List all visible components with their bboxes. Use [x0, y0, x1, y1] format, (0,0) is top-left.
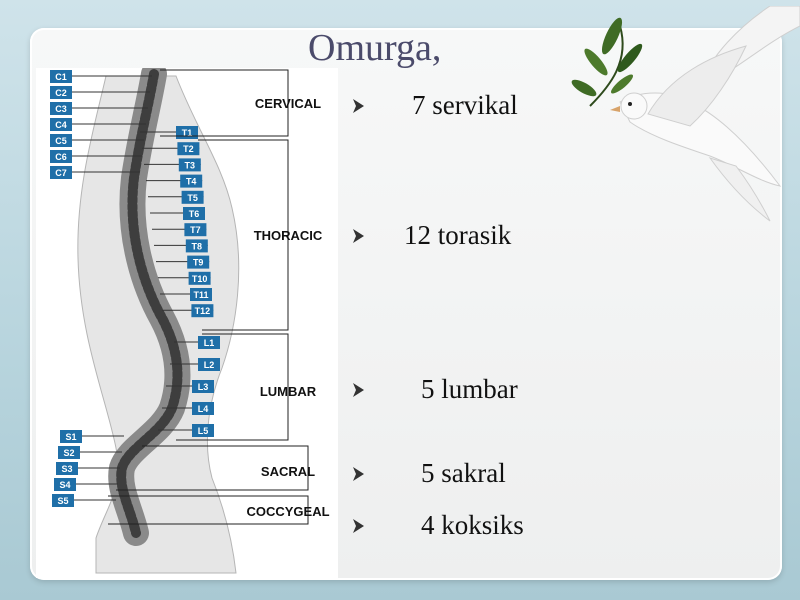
- vertebra-label-box: [188, 271, 211, 285]
- dove-icon: [571, 6, 800, 222]
- region-lumbar: LUMBAR: [260, 384, 317, 399]
- vertebra-label: L5: [198, 426, 209, 436]
- region-sacral: SACRAL: [261, 464, 315, 479]
- spine-core: [116, 69, 183, 538]
- vertebra-label-box: [187, 255, 210, 269]
- vertebra-label-box: [60, 430, 82, 443]
- slide-title: Omurga,: [308, 27, 442, 69]
- coccygeal-bracket: [108, 495, 309, 525]
- vertebra-label: T3: [185, 160, 196, 170]
- vertebra-label-box: [50, 150, 72, 163]
- vertebra-label-box: [50, 118, 72, 131]
- vertebra-label-box: [54, 478, 76, 491]
- vertebra-label-box: [192, 380, 214, 393]
- vertebra-label: T10: [192, 274, 208, 284]
- vertebra-label: T9: [193, 258, 204, 268]
- vertebra-label: C6: [55, 152, 67, 162]
- vertebra-label-box: [50, 70, 72, 83]
- vertebra-label-box: [177, 142, 200, 156]
- bullet-item-sacral: 5 sakral: [350, 458, 506, 489]
- vertebra-label-box: [192, 424, 214, 437]
- bullet-item-cervical: 7 servikal: [350, 90, 518, 121]
- vertebra-label: S3: [61, 464, 72, 474]
- vertebra-label: C1: [55, 72, 67, 82]
- vertebra-label: T6: [189, 209, 200, 219]
- vertebra-label: T8: [192, 241, 203, 251]
- vertebra-label: C2: [55, 88, 67, 98]
- vertebra-label: L2: [204, 360, 215, 370]
- vertebra-label: T11: [193, 290, 208, 300]
- vertebra-label-box: [181, 190, 204, 204]
- vertebra-label: T5: [187, 193, 198, 203]
- vertebra-label: T4: [186, 177, 197, 187]
- vertebra-label-box: [198, 336, 220, 349]
- vertebra-label-box: [184, 223, 207, 237]
- vertebra-label: L3: [198, 382, 209, 392]
- vertebra-label: T7: [190, 225, 201, 235]
- vertebra-label-box: [50, 86, 72, 99]
- bullet-text: 7 servikal: [412, 90, 518, 120]
- cervical-bracket: [160, 69, 289, 137]
- vertebra-label: C5: [55, 136, 67, 146]
- sacral-bracket: [116, 445, 309, 491]
- region-thoracic: THORACIC: [254, 228, 323, 243]
- bullet-arrow-icon: [353, 382, 364, 397]
- thoracic-bracket: [198, 139, 289, 331]
- bullet-item-coccygeal: 4 koksiks: [350, 510, 524, 541]
- bullet-arrow-icon: [353, 466, 364, 481]
- vertebra-label: C4: [55, 120, 67, 130]
- vertebra-label-box: [52, 494, 74, 507]
- bullet-item-lumbar: 5 lumbar: [350, 374, 518, 405]
- bullet-arrow-icon: [353, 518, 364, 533]
- vertebra-label: S5: [57, 496, 68, 506]
- lumbar-bracket: [176, 333, 289, 441]
- bullet-text: 12 torasik: [404, 220, 512, 250]
- vertebra-label-box: [192, 402, 214, 415]
- vertebra-label: S1: [65, 432, 76, 442]
- vertebra-label: L4: [198, 404, 209, 414]
- vertebra-label: S4: [59, 480, 70, 490]
- bullet-text: 5 sakral: [421, 458, 506, 488]
- bullet-arrow-icon: [353, 98, 364, 113]
- vertebra-label-box: [50, 102, 72, 115]
- bullet-text: 5 lumbar: [421, 374, 518, 404]
- region-cervical: CERVICAL: [255, 96, 321, 111]
- bullet-arrow-icon: [353, 228, 364, 243]
- vertebra-label-box: [198, 358, 220, 371]
- vertebra-label: T1: [182, 128, 193, 138]
- vertebra-label: S2: [63, 448, 74, 458]
- bullet-item-thoracic: 12 torasik: [350, 220, 511, 251]
- vertebra-label-box: [50, 166, 72, 179]
- vertebra-label: C3: [55, 104, 67, 114]
- vertebra-label-box: [58, 446, 80, 459]
- vertebra-label-box: [180, 174, 203, 188]
- vertebra-label: L1: [204, 338, 215, 348]
- vertebra-label-box: [190, 288, 212, 301]
- vertebra-label: C7: [55, 168, 67, 178]
- vertebra-label-box: [191, 304, 214, 318]
- vertebra-label-box: [185, 239, 208, 253]
- vertebra-label-box: [50, 134, 72, 147]
- vertebra-label: T2: [183, 144, 194, 154]
- vertebra-label: T12: [195, 306, 211, 316]
- region-coccygeal: COCCYGEAL: [246, 504, 329, 519]
- vertebra-label-box: [178, 158, 201, 172]
- vertebra-label-box: [56, 462, 78, 475]
- vertebra-label-box: [183, 207, 205, 220]
- bullet-text: 4 koksiks: [421, 510, 524, 540]
